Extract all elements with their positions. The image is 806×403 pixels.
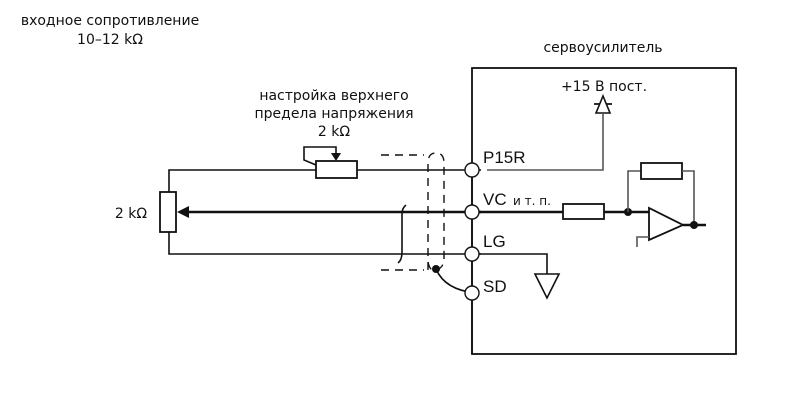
supply-wire bbox=[487, 113, 604, 171]
terminal-lg bbox=[464, 246, 480, 262]
terminal-vc bbox=[464, 204, 480, 220]
pot-value-label: 2 kΩ bbox=[115, 206, 147, 222]
input-resistance-label: входное сопротивление bbox=[21, 13, 199, 29]
terminal-label-vc: VC bbox=[483, 190, 507, 209]
trimmer-resistor-icon bbox=[303, 146, 358, 179]
terminal-label-sd: SD bbox=[483, 277, 507, 296]
ground-icon bbox=[533, 273, 561, 300]
twisted-pair-marker bbox=[397, 204, 407, 264]
input-resistor-icon bbox=[562, 203, 605, 220]
lg-ground-wire bbox=[479, 253, 548, 274]
feedback-resistor-icon bbox=[640, 162, 683, 180]
output-junction bbox=[690, 221, 698, 229]
op-amp-icon bbox=[648, 206, 686, 242]
upper-limit-value: 2 kΩ bbox=[318, 124, 350, 140]
terminal-label-p15r: P15R bbox=[483, 148, 526, 167]
terminal-label-vc-suffix: и т. п. bbox=[513, 194, 551, 208]
servo-amplifier-title: сервоусилитель bbox=[543, 40, 662, 56]
input-resistance-value: 10–12 kΩ bbox=[77, 32, 143, 48]
supply-label: +15 В пост. bbox=[561, 79, 647, 95]
pot-top-wire bbox=[168, 169, 316, 192]
terminal-p15r bbox=[464, 162, 480, 178]
potentiometer-icon bbox=[159, 191, 189, 233]
upper-limit-label-1: настройка верхнего bbox=[259, 88, 408, 104]
terminal-label-lg: LG bbox=[483, 232, 506, 251]
opamp-ref-wire bbox=[636, 236, 649, 247]
dc-supply-icon bbox=[594, 93, 612, 114]
feedback-wire-left bbox=[627, 170, 641, 212]
feedback-wire-right bbox=[682, 170, 695, 225]
terminal-sd bbox=[464, 285, 480, 301]
upper-limit-label-2: предела напряжения bbox=[254, 106, 413, 122]
lg-wire bbox=[168, 232, 481, 255]
shielded-cable-icon bbox=[381, 152, 445, 272]
